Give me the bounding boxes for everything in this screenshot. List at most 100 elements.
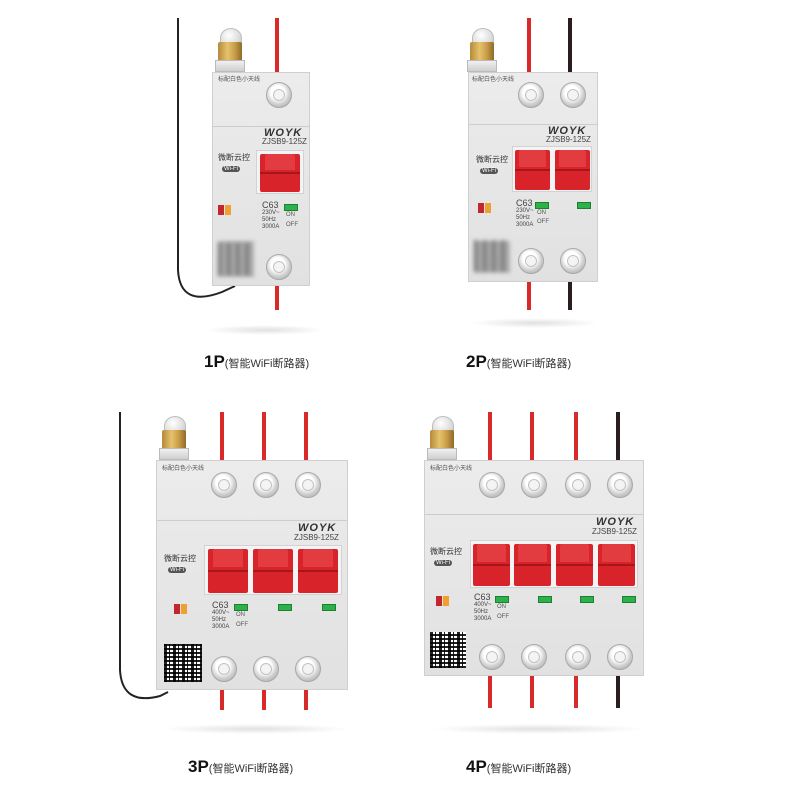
top-live-wire [220, 412, 224, 468]
antenna-note: 标配白色小天线 [218, 77, 261, 83]
housing-seam [156, 520, 348, 521]
status-indicator [218, 205, 224, 215]
bottom-live-wire [220, 686, 224, 710]
bottom-live-wire [275, 280, 279, 310]
voltage-rating: 400V~ [212, 610, 230, 616]
top-live-wire [574, 412, 578, 468]
top-live-wire [262, 412, 266, 468]
terminal-screw[interactable] [211, 472, 237, 498]
terminal-screw[interactable] [565, 472, 591, 498]
housing-seam [424, 514, 644, 515]
wifi-badge: Wi-Fi [480, 168, 498, 174]
housing-seam [212, 126, 310, 127]
caption-2p: 2P(智能WiFi断路器) [466, 352, 571, 372]
bottom-neutral-wire [568, 280, 572, 310]
terminal-screw[interactable] [560, 82, 586, 108]
floor-shadow [160, 724, 350, 734]
top-live-wire [275, 18, 279, 78]
antenna-nut [470, 42, 494, 62]
pole-count: 2P [466, 352, 487, 371]
bottom-live-wire [527, 280, 531, 310]
product-type: (智能WiFi断路器) [208, 763, 294, 775]
on-indicator [278, 604, 292, 611]
caption-4p: 4P(智能WiFi断路器) [466, 757, 571, 777]
frequency-rating: 50Hz [212, 617, 227, 623]
product-type: (智能WiFi断路器) [224, 358, 310, 370]
pole-count: 4P [466, 757, 487, 776]
antenna-base [467, 60, 497, 72]
terminal-screw[interactable] [253, 656, 279, 682]
status-indicator [436, 596, 442, 606]
wifi-badge: Wi-Fi [168, 567, 186, 573]
cloud-logo: 微断云控 [430, 547, 462, 556]
terminal-screw[interactable] [521, 472, 547, 498]
pole-count: 1P [204, 352, 225, 371]
voltage-rating: 230V~ [516, 208, 534, 214]
breaker-toggle[interactable] [253, 549, 293, 593]
top-neutral-wire [616, 412, 620, 468]
top-live-wire [530, 412, 534, 468]
terminal-screw[interactable] [521, 644, 547, 670]
breaker-toggle[interactable] [515, 150, 550, 190]
on-indicator [577, 202, 591, 209]
off-label: OFF [497, 614, 509, 620]
on-label: ON [286, 212, 295, 218]
terminal-screw[interactable] [295, 656, 321, 682]
breaker-toggle[interactable] [260, 154, 300, 192]
current-rating: C63 [474, 592, 491, 602]
terminal-screw[interactable] [607, 472, 633, 498]
terminal-screw[interactable] [607, 644, 633, 670]
cloud-logo: 微断云控 [218, 153, 250, 162]
bottom-live-wire [530, 672, 534, 708]
breaker-toggle[interactable] [556, 544, 593, 586]
terminal-screw[interactable] [479, 472, 505, 498]
terminal-screw[interactable] [295, 472, 321, 498]
on-indicator [538, 596, 552, 603]
housing-seam [468, 124, 598, 125]
rating-label: C63 230V~ 50Hz 3000A [262, 200, 280, 231]
floor-shadow [205, 325, 325, 335]
breaker-toggle[interactable] [208, 549, 248, 593]
frequency-rating: 50Hz [474, 609, 489, 615]
caption-3p: 3P(智能WiFi断路器) [188, 757, 293, 777]
breaker-toggle[interactable] [598, 544, 635, 586]
status-indicator [478, 203, 484, 213]
terminal-screw[interactable] [266, 82, 292, 108]
terminal-screw[interactable] [560, 248, 586, 274]
frequency-rating: 50Hz [262, 217, 277, 223]
breaker-toggle[interactable] [473, 544, 510, 586]
off-label: OFF [286, 222, 298, 228]
terminal-screw[interactable] [518, 82, 544, 108]
breaker-toggle[interactable] [514, 544, 551, 586]
cloud-logo: 微断云控 [164, 554, 196, 563]
breaker-toggle[interactable] [555, 150, 590, 190]
terminal-screw[interactable] [211, 656, 237, 682]
terminal-screw[interactable] [253, 472, 279, 498]
terminal-screw[interactable] [518, 248, 544, 274]
off-label: OFF [537, 219, 549, 225]
frequency-rating: 50Hz [516, 215, 531, 221]
caption-1p: 1P(智能WiFi断路器) [204, 352, 309, 372]
terminal-screw[interactable] [266, 254, 292, 280]
on-indicator [535, 202, 549, 209]
antenna-nut [218, 42, 242, 62]
top-neutral-wire [568, 18, 572, 78]
rating-label: C63 400V~ 50Hz 3000A [474, 592, 492, 623]
qr-code [474, 240, 510, 272]
qr-code [430, 632, 466, 668]
breaker-toggle[interactable] [298, 549, 338, 593]
terminal-screw[interactable] [479, 644, 505, 670]
pole-count: 3P [188, 757, 209, 776]
top-live-wire [304, 412, 308, 468]
rating-label: C63 400V~ 50Hz 3000A [212, 600, 230, 631]
breaking-capacity: 3000A [516, 222, 534, 228]
current-rating: C63 [262, 200, 279, 210]
off-label: OFF [236, 622, 248, 628]
terminal-screw[interactable] [565, 644, 591, 670]
bottom-live-wire [488, 672, 492, 708]
brand-logo: WOYK [596, 516, 635, 528]
on-indicator [234, 604, 248, 611]
status-indicator [443, 596, 449, 606]
status-indicator [485, 203, 491, 213]
